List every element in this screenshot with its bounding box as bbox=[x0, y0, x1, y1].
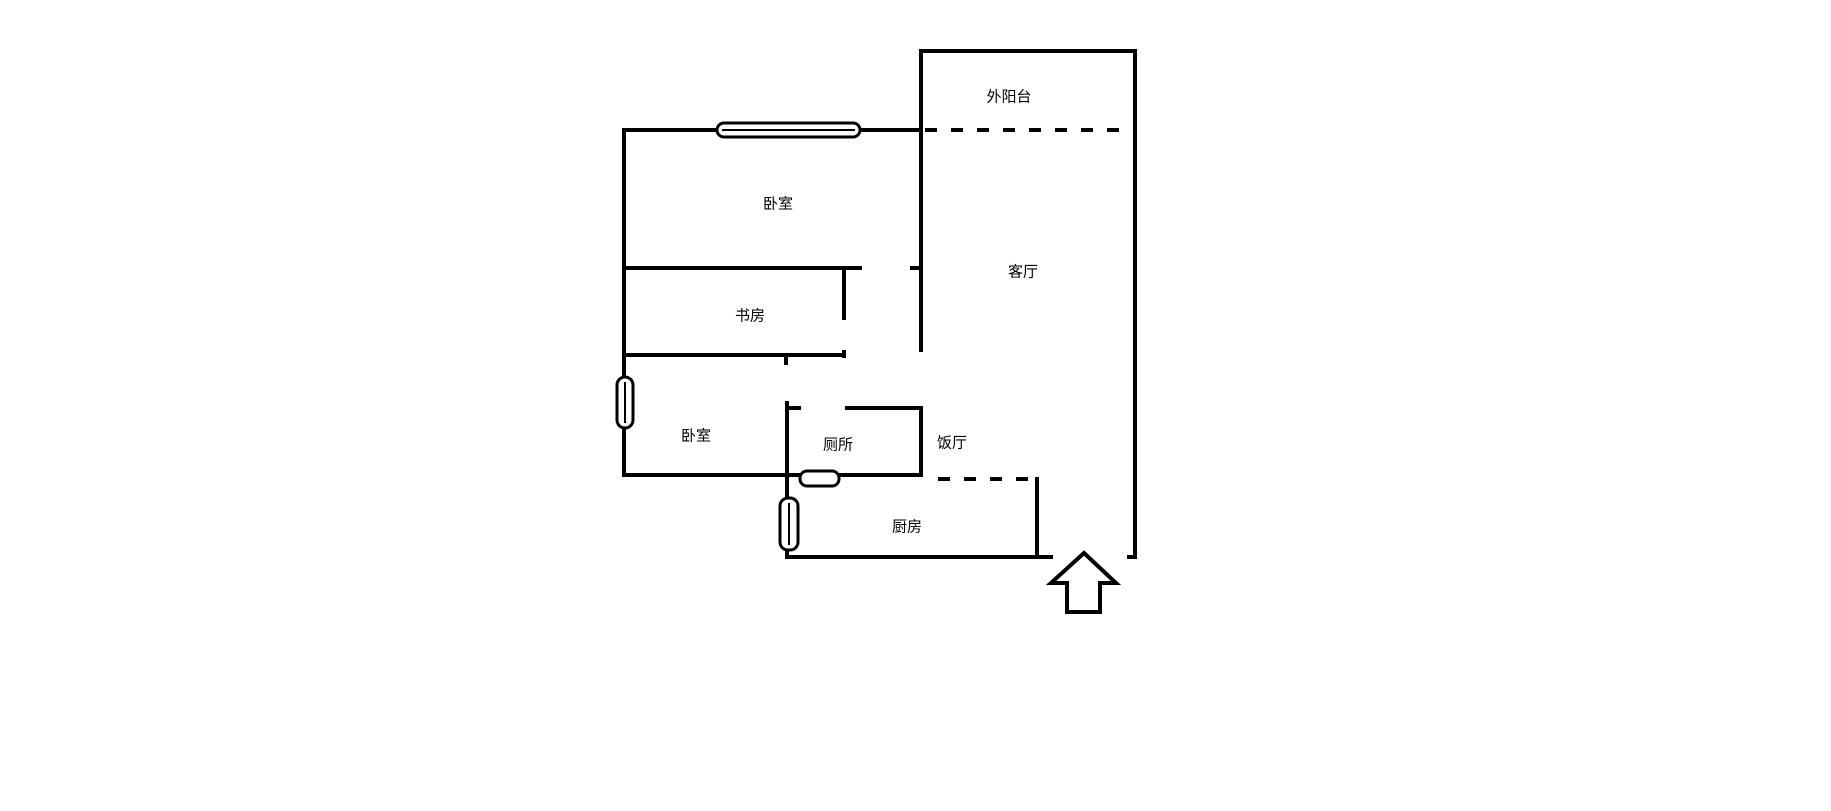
room-label-kitchen: 厨房 bbox=[892, 518, 922, 536]
room-label-living-room: 客厅 bbox=[1008, 263, 1038, 281]
walls bbox=[622, 49, 1137, 559]
arrow-up-icon bbox=[1045, 550, 1122, 614]
open-boundaries bbox=[925, 128, 1128, 481]
windows bbox=[615, 121, 862, 552]
window-icon bbox=[798, 469, 841, 488]
outer-wall-right bbox=[919, 49, 1137, 559]
room-label-bedroom-top: 卧室 bbox=[763, 195, 793, 213]
room-label-toilet: 厕所 bbox=[823, 436, 853, 454]
room-label-bedroom-bottom: 卧室 bbox=[681, 427, 711, 445]
room-labels: 外阳台 卧室 客厅 书房 卧室 厕所 饭厅 厨房 bbox=[681, 88, 1038, 536]
room-label-balcony: 外阳台 bbox=[986, 88, 1031, 106]
room-label-dining-room: 饭厅 bbox=[937, 434, 967, 452]
room-label-study: 书房 bbox=[735, 307, 765, 325]
